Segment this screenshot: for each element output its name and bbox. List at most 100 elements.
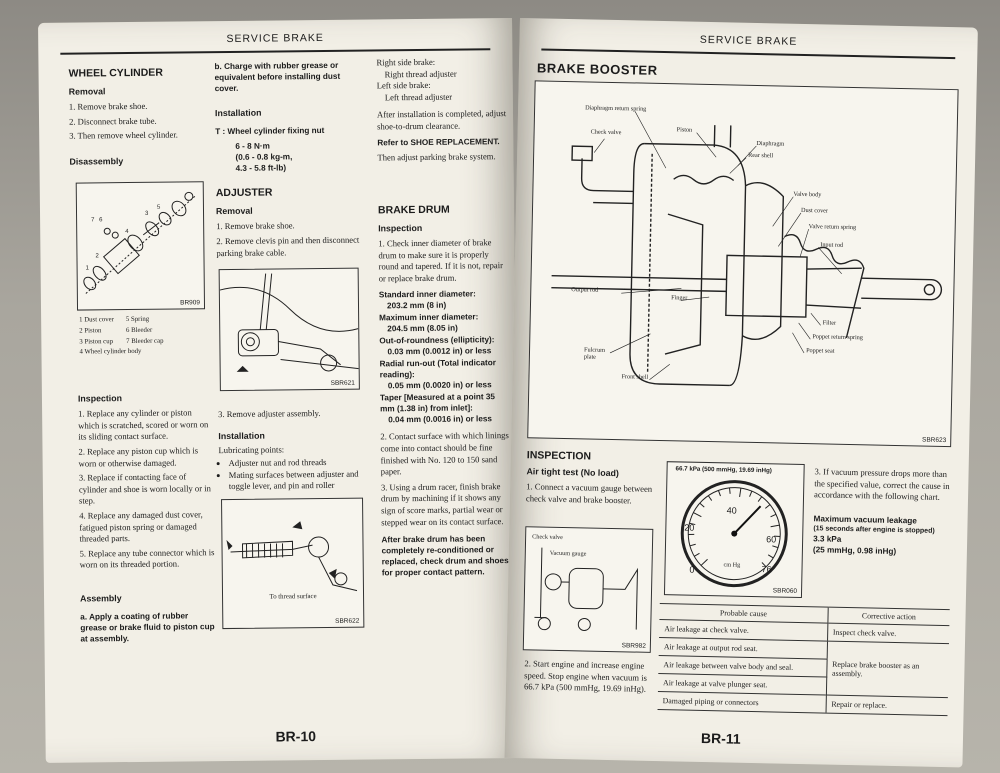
spec-value: (25 mmHg, 0.98 inHg) <box>812 545 897 557</box>
vacuum-gauge-figure: 66.7 kPa (500 mmHg, 19.69 inHg) cm Hg 0 … <box>663 461 805 599</box>
brake-drum-column: Right side brake: Right thread adjuster … <box>376 56 511 583</box>
table-cell: Repair or replace. <box>825 695 948 716</box>
figure-code: SBR621 <box>330 379 355 387</box>
list-item: 5. Replace any tube connector which is w… <box>79 546 215 570</box>
svg-text:3: 3 <box>145 211 149 217</box>
legend-item: 3 Piston cup <box>79 337 114 346</box>
list-item: 2. Start engine and increase engine spee… <box>523 658 648 694</box>
gauge-unit-brand <box>710 551 711 556</box>
legend-item: 6 Bleeder <box>125 326 153 334</box>
adjuster-lubrication-figure: To thread surface SBR622 <box>221 497 365 630</box>
subsection-title: Installation <box>214 107 262 119</box>
section-title: BRAKE DRUM <box>377 203 450 217</box>
gauge-tick <box>689 522 696 526</box>
part-label: Piston <box>676 126 693 134</box>
gauge-tick <box>767 554 774 559</box>
assembly-step: a. Apply a coating of rubber grease or b… <box>80 611 215 644</box>
figure-code: SBR060 <box>772 587 798 595</box>
list-item: 1. Remove brake shoe. <box>216 220 295 232</box>
subsection-title: Air tight test (No load) <box>526 466 619 479</box>
torque-value: 4.3 - 5.8 ft-lb) <box>235 163 287 174</box>
page-number: BR-11 <box>700 729 741 747</box>
gauge-tick-label: 60 <box>766 534 777 545</box>
diagnosis-table: Probable cause Corrective action Air lea… <box>657 603 950 716</box>
legend-item: 5 Spring <box>125 315 150 324</box>
svg-text:6: 6 <box>99 217 103 223</box>
list-item: 1. Connect a vacuum gauge between check … <box>525 481 653 506</box>
section-title: WHEEL CYLINDER <box>68 66 163 80</box>
gauge-tick <box>770 524 780 528</box>
adjuster-note: Left thread adjuster <box>384 91 453 103</box>
gauge-tick <box>772 545 779 549</box>
adjuster-drawing <box>219 273 359 372</box>
gauge-tick <box>717 490 721 497</box>
table-cell: Replace brake booster as an assembly. <box>826 641 949 698</box>
svg-text:5: 5 <box>157 205 161 211</box>
torque-label: T : Wheel cylinder fixing nut <box>215 126 325 137</box>
list-item: 1. Remove brake shoe. <box>68 100 148 112</box>
figure-code: SBR982 <box>621 642 646 650</box>
list-item: 2. Contact surface with which linings co… <box>380 430 509 477</box>
list-item: 4. Replace any damaged dust cover, fatig… <box>79 509 203 544</box>
figure-code: SBR622 <box>335 617 360 625</box>
gauge-tick <box>757 496 763 502</box>
svg-text:7: 7 <box>91 217 95 223</box>
gauge-tick-label: 0 <box>689 564 695 575</box>
list-item: Mating surfaces between adjuster and tog… <box>229 468 369 493</box>
page-number: BR-10 <box>275 728 317 745</box>
part-label: Filter <box>822 319 837 327</box>
gauge-tick <box>729 487 731 494</box>
list-item: 3. Remove adjuster assembly. <box>218 408 321 420</box>
part-label: Valve body <box>793 190 822 199</box>
subsection-title: Removal <box>68 86 106 97</box>
running-head-right: SERVICE BRAKE <box>699 33 798 48</box>
spec-label: Taper [Measured at a point 35 mm (1.38 i… <box>379 392 495 414</box>
vacuum-gauge-dial <box>680 480 788 588</box>
list-item: 1. Check inner diameter of brake drum to… <box>378 237 503 284</box>
figure-code: BR909 <box>180 299 201 307</box>
spec-value: 0.03 mm (0.0012 in) or less <box>387 346 492 357</box>
leakage-column: 3. If vacuum pressure drops more than th… <box>813 466 955 562</box>
subsection-title: Inspection <box>77 393 123 404</box>
gauge-tick <box>707 495 713 501</box>
section-title: INSPECTION <box>526 449 592 463</box>
gauge-tick-label: 76 <box>761 564 772 575</box>
vacuum-setup-drawing <box>534 547 639 631</box>
gauge-tick <box>770 513 777 518</box>
right-page: SERVICE BRAKE BRAKE BOOSTER <box>504 18 978 768</box>
paragraph: After installation is completed, adjust … <box>376 108 507 132</box>
subsection-title: Installation <box>218 430 265 441</box>
list-item: 2. Remove clevis pin and then disconnect… <box>216 234 360 258</box>
spec-value: 0.04 mm (0.0016 in) or less <box>388 414 493 425</box>
part-label: Fulcrum plate <box>583 346 606 361</box>
gauge-tick <box>699 502 705 508</box>
part-label: Valve return spring <box>808 223 857 232</box>
part-label: Dust cover <box>800 206 829 215</box>
part-label: Rear shell <box>748 151 774 160</box>
booster-cross-section <box>551 111 943 387</box>
gauge-unit: cm Hg <box>723 561 741 569</box>
gauge-tick <box>739 488 742 498</box>
figure-code: SBR623 <box>921 436 947 445</box>
part-label: Poppet seat <box>806 347 835 355</box>
running-head-left: SERVICE BRAKE <box>226 31 324 45</box>
svg-text:2: 2 <box>95 253 99 259</box>
adjuster-rod-drawing <box>226 521 358 592</box>
brake-booster-figure: Diaphragm return spring Check valve Pist… <box>527 80 959 448</box>
part-label: Poppet return spring <box>812 333 863 342</box>
gauge-tick <box>689 543 696 547</box>
gauge-tick-label: 40 <box>726 505 737 516</box>
table-cell: Damaged piping or connectors <box>657 691 827 714</box>
section-title: BRAKE BOOSTER <box>536 60 658 78</box>
list-item: 1. Replace any cylinder or piston which … <box>78 407 209 442</box>
legend-item: 7 Bleeder cap <box>126 337 164 345</box>
adjuster-column: b. Charge with rubber grease or equivale… <box>214 60 361 263</box>
gauge-tick-label: 20 <box>684 522 695 533</box>
inspection-step2: 2. Start engine and increase engine spee… <box>524 658 655 699</box>
part-label: Front shell <box>621 373 649 381</box>
caution-note: After brake drum has been completely re-… <box>381 534 509 578</box>
gauge-tick <box>764 504 771 509</box>
